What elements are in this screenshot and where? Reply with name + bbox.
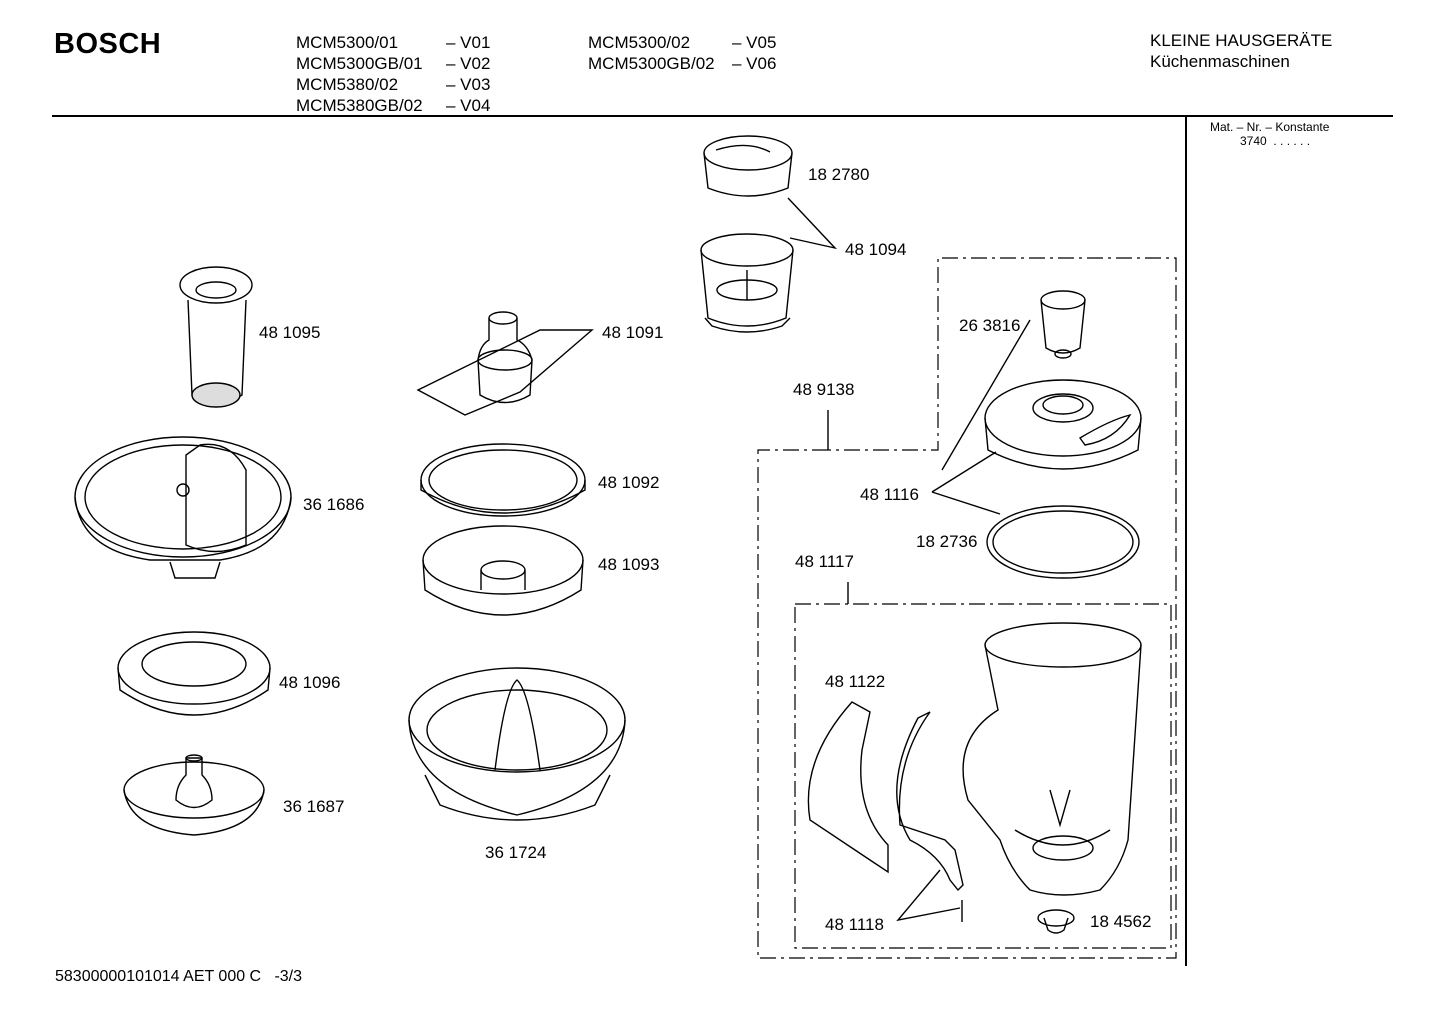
leader-263816: [941, 319, 1031, 471]
mat-nr-value-row: 3740 . . . . . .: [1210, 134, 1329, 148]
model-row: MCM5380GB/02– V04: [296, 96, 491, 115]
leader-481094: [787, 197, 838, 250]
cover-481122-drawing: [807, 701, 889, 874]
model-list-col2: MCM5300/02– V05 MCM5300GB/02– V06: [588, 32, 776, 74]
category: KLEINE HAUSGERÄTE: [1150, 31, 1333, 50]
part-label-481093: 48 1093: [598, 555, 660, 574]
part-label-182736: 18 2736: [916, 532, 978, 551]
mat-nr-value: 3740: [1240, 134, 1267, 148]
part-label-481117: 48 1117: [795, 552, 854, 571]
model-row: MCM5300GB/01– V02: [296, 54, 491, 73]
pulp-bowl-361686-drawing: [74, 436, 292, 579]
bowl-481094-drawing: [700, 233, 794, 333]
spindle-bowl-361687-drawing: [123, 754, 265, 836]
mat-nr-label: Mat. – Nr. – Konstante: [1210, 120, 1330, 134]
blender-lid-drawing: [984, 379, 1142, 470]
plug-184562-drawing: [1037, 909, 1075, 934]
part-label-481095: 48 1095: [259, 323, 321, 342]
citrus-press-361724-drawing: [408, 667, 626, 821]
part-label-361724: 36 1724: [485, 843, 547, 862]
material-number-block: Mat. – Nr. – Konstante 3740 . . . . . .: [1210, 120, 1329, 148]
part-label-182780: 18 2780: [808, 165, 870, 184]
subcategory: Küchenmaschinen: [1150, 52, 1290, 71]
cup-263816-drawing: [1040, 290, 1086, 359]
page-number: -3/3: [274, 968, 303, 985]
seal-ring-182736-drawing: [986, 505, 1140, 579]
leader-481116-b: [931, 491, 1001, 515]
assembly-box-481117: [794, 603, 1172, 949]
mat-nr-dots: . . . . . .: [1273, 134, 1311, 148]
model-row: MCM5300/02– V05: [588, 33, 777, 52]
part-label-481096: 48 1096: [279, 673, 341, 692]
pusher-481095-drawing: [179, 266, 253, 408]
model-row: MCM5380/02– V03: [296, 75, 491, 94]
part-label-263816: 26 3816: [959, 316, 1021, 335]
part-label-361687: 36 1687: [283, 797, 345, 816]
part-label-481116: 48 1116: [860, 485, 919, 504]
part-label-481118: 48 1118: [825, 915, 884, 934]
assembly-box-489138: [757, 257, 1177, 959]
part-label-481094: 48 1094: [845, 240, 907, 259]
footer: 58300000101014 AET 000 C -3/3: [55, 968, 302, 986]
sieve-481093-drawing: [422, 525, 584, 616]
part-label-481091: 48 1091: [602, 323, 664, 342]
model-row: MCM5300GB/02– V06: [588, 54, 777, 73]
ring-481096-drawing: [117, 631, 271, 716]
leader-481116-a: [931, 451, 997, 493]
brand-logo: BOSCH: [54, 28, 162, 60]
ring-481092-drawing: [420, 443, 586, 517]
document-code: 58300000101014 AET 000 C: [55, 968, 262, 985]
model-row: MCM5300/01– V01: [296, 33, 491, 52]
category-block: KLEINE HAUSGERÄTE Küchenmaschinen: [1150, 30, 1332, 72]
part-label-489138: 48 9138: [793, 380, 855, 399]
latch-481118-drawing: [896, 711, 964, 922]
lid-182780-drawing: [703, 135, 793, 197]
part-label-481092: 48 1092: [598, 473, 660, 492]
slicer-481091-drawing: [416, 311, 594, 416]
leader-481118: [896, 869, 961, 922]
part-label-361686: 36 1686: [303, 495, 365, 514]
model-list-col1: MCM5300/01– V01 MCM5300GB/01– V02 MCM538…: [296, 32, 490, 116]
blender-jar-drawing: [962, 622, 1142, 896]
part-label-184562: 18 4562: [1090, 912, 1152, 931]
part-label-481122: 48 1122: [825, 672, 886, 691]
